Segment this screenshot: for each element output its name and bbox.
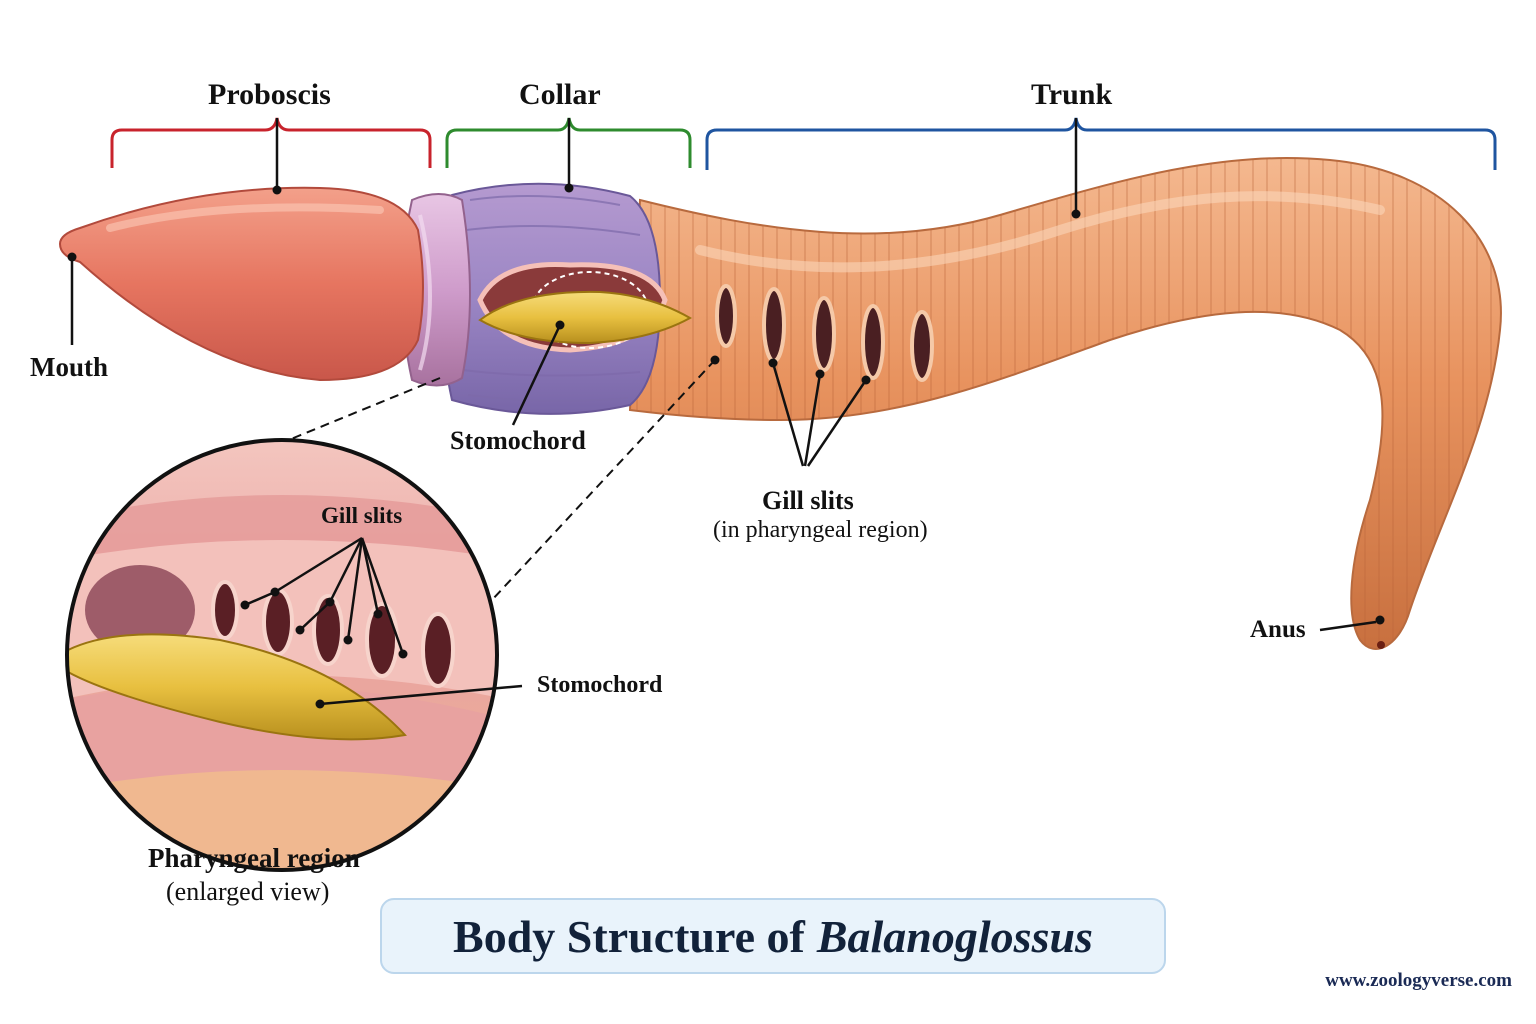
stomochord-leader	[511, 324, 562, 426]
gill-slits-note: (in pharyngeal region)	[713, 517, 928, 543]
inset-gill-slits-leader-2	[328, 537, 364, 603]
anus-label: Anus	[1250, 616, 1306, 643]
trunk-bracket	[705, 117, 1497, 170]
figure-title-species: Balanoglossus	[816, 910, 1093, 962]
inset-gill-slits-leader-3	[346, 537, 364, 641]
inset-magnified-view	[67, 440, 497, 870]
proboscis-highlight	[106, 203, 384, 232]
gill-slit	[812, 296, 836, 372]
inset-caption-subtitle: (enlarged view)	[166, 877, 330, 906]
trunk-rings	[630, 158, 1501, 649]
gill-slits-leader-2	[803, 373, 822, 467]
ring-highlight	[418, 214, 432, 371]
mouth-label: Mouth	[30, 352, 109, 382]
inset-caption-title: Pharyngeal region	[148, 843, 360, 873]
proboscis	[58, 186, 424, 382]
inset-connector-right	[491, 359, 716, 601]
anus-leader	[1319, 620, 1377, 632]
source-url[interactable]: www.zoologyverse.com	[1325, 970, 1512, 991]
inset-gill-slits-label: Gill slits	[321, 503, 403, 528]
collar-label: Collar	[519, 78, 601, 111]
inset-stomochord	[67, 633, 407, 741]
inset-gill-slits-leader-4	[360, 537, 380, 615]
gill-slits-leader-3	[806, 379, 868, 467]
inset-stomochord-leader	[319, 684, 523, 706]
inset-gill-slits-leader-1	[274, 536, 363, 594]
figure-title-prefix: Body Structure of	[453, 910, 805, 962]
anus-opening	[1377, 641, 1385, 649]
gill-slit	[715, 284, 737, 348]
inset-connector-left	[229, 377, 441, 465]
leader-lines	[70, 118, 1377, 706]
inset-gill-slits-leader-7	[244, 590, 276, 607]
gill-slit	[861, 304, 885, 380]
trunk-highlight	[695, 191, 1385, 273]
stomochord-label: Stomochord	[450, 426, 586, 455]
proboscis-bracket	[110, 117, 432, 168]
inset-stomochord-label: Stomochord	[537, 672, 663, 698]
proboscis-label: Proboscis	[208, 78, 331, 111]
leader-dots	[67, 183, 1385, 709]
trunk-gill-slits	[715, 284, 934, 382]
figure-title: Body Structure of Balanoglossus	[380, 898, 1166, 974]
stomochord	[478, 290, 693, 345]
inset-border	[65, 438, 499, 872]
inset-gill-slits-leader-6	[299, 601, 331, 631]
gill-slit	[762, 287, 786, 363]
inset-gill-slits-leader-5	[360, 537, 405, 655]
collar-bands	[461, 195, 641, 402]
gill-slits-label: Gill slits	[762, 486, 854, 515]
trunk-label: Trunk	[1031, 78, 1113, 111]
gill-slits-leader-1	[771, 362, 805, 467]
gill-slit	[910, 310, 934, 382]
